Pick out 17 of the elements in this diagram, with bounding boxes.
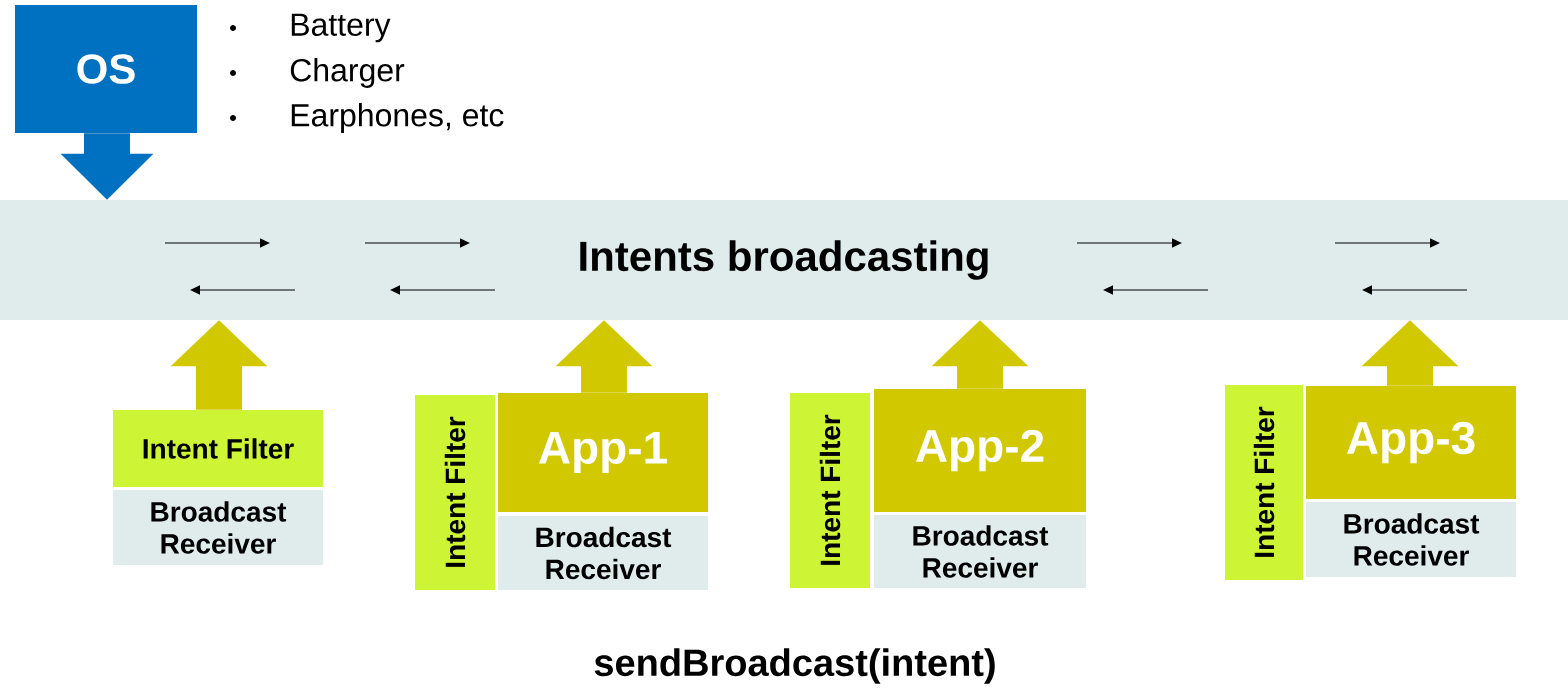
os-box: OS — [15, 5, 197, 133]
caption: sendBroadcast(intent) — [594, 648, 995, 684]
app-box: App-2 — [874, 389, 1086, 512]
receiver-box: Broadcast Receiver — [498, 516, 708, 590]
list-item: Battery — [291, 13, 391, 43]
receiver-box: Broadcast Receiver — [874, 515, 1086, 588]
intent-filter-box: Intent Filter — [1225, 385, 1303, 580]
app-box: App-1 — [498, 393, 708, 512]
list-item: Earphones, etc — [291, 103, 504, 133]
list-item: Charger — [290, 58, 405, 88]
intent-filter-box: Intent Filter — [113, 410, 323, 487]
receiver-box: Broadcast Receiver — [1306, 502, 1516, 577]
intent-filter-box: Intent Filter — [790, 393, 870, 588]
app-box: App-3 — [1306, 386, 1516, 499]
intent-filter-box: Intent Filter — [415, 395, 495, 590]
receiver-box: Broadcast Receiver — [113, 490, 323, 565]
broadcast-band: Intents broadcasting — [0, 200, 1568, 320]
